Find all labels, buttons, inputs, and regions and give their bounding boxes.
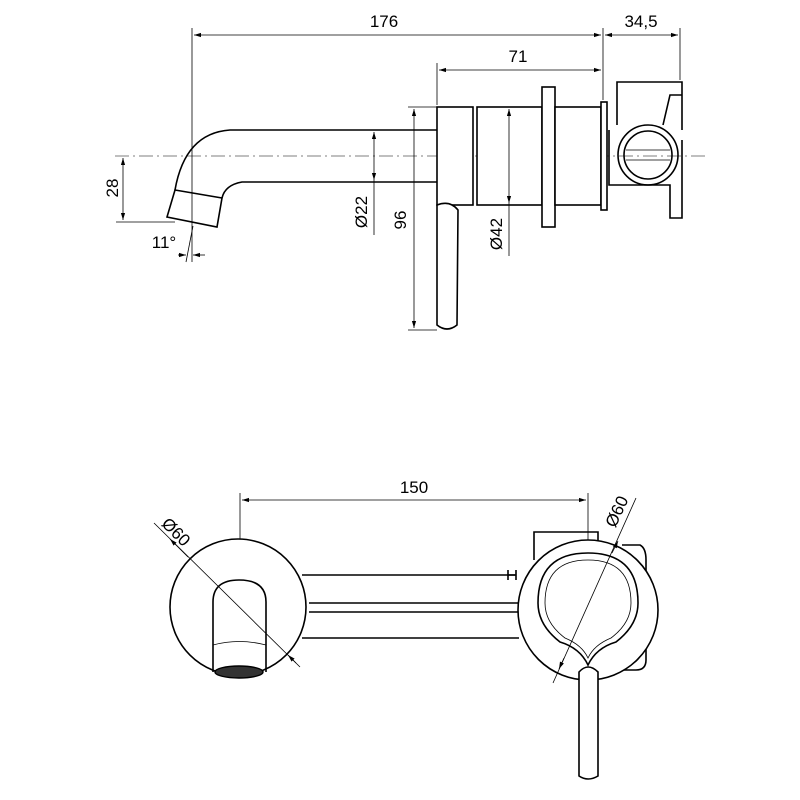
dim-spout-escutcheon-diameter: Ø60 [158, 514, 194, 550]
dim-escutcheon-height: 96 [391, 211, 410, 230]
dim-body-length: 71 [509, 47, 528, 66]
dim-centre-distance: 150 [400, 478, 428, 497]
connector-mark [507, 570, 517, 580]
escutcheon [436, 106, 474, 206]
mixer-body [436, 86, 608, 228]
dim-mixer-escutcheon-diameter: Ø60 [602, 493, 633, 530]
flange [541, 86, 556, 228]
wall-box [608, 81, 683, 219]
aerator [214, 665, 264, 679]
spout [165, 129, 437, 228]
dim-overall-length: 176 [370, 12, 398, 31]
top-view: 150 Ø60 Ø60 [153, 478, 659, 780]
wall-box-top [533, 531, 599, 560]
side-view: 176 34,5 71 Ø22 96 Ø42 28 11° [103, 12, 705, 331]
dim-spout-drop: 28 [103, 179, 122, 198]
handle-hub [537, 552, 639, 667]
body-ring [476, 106, 543, 206]
lever-handle [436, 202, 459, 330]
body-rear [554, 106, 602, 206]
dim-spout-angle: 11° [152, 233, 176, 252]
wall-plate [600, 101, 608, 211]
dim-spout-diameter: Ø22 [352, 196, 371, 228]
dim-wall-box-depth: 34,5 [624, 12, 657, 31]
lever-handle-top [578, 666, 599, 780]
dim-body-diameter: Ø42 [487, 218, 506, 250]
spout-outlet [212, 579, 267, 672]
